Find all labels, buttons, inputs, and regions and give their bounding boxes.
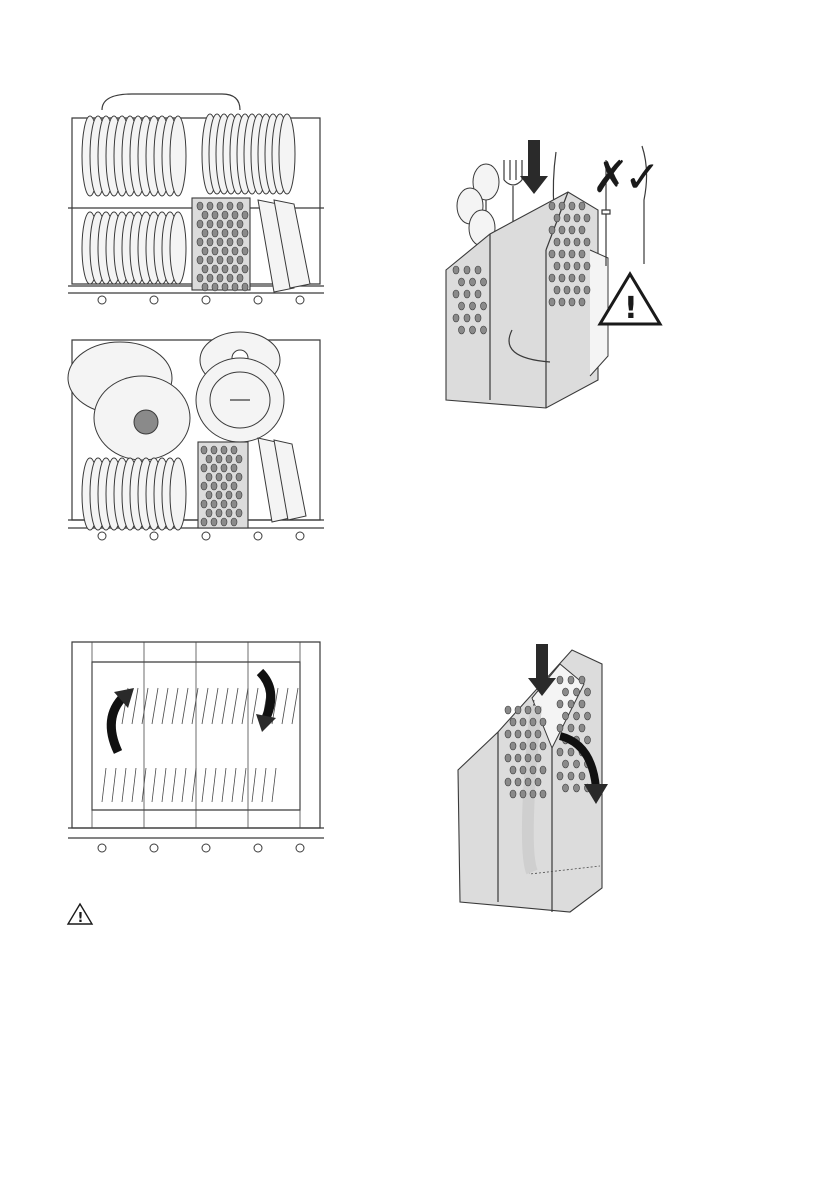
rotate-arrow-right [260,672,271,718]
plate [170,116,186,196]
warning-icon: ! [600,274,660,326]
right-knife-icon: ✓ [624,146,661,264]
rack-folding-illustration [62,632,330,864]
rack-folding-figure [62,632,330,864]
plate [170,212,186,284]
basket-handle-figure [452,640,622,916]
cutlery-loading-illustration: ✗ ✓ ! [440,130,670,412]
upper-rack-figure [62,88,330,310]
plate [279,114,295,194]
check-mark: ✓ [624,152,661,203]
upper-rack-illustration [62,88,330,310]
basket-handle-illustration [452,640,622,916]
down-arrow-icon [520,140,548,194]
pan-knob [134,410,158,434]
warning-note-icon: ! [66,902,94,926]
lower-rack-illustration [62,330,330,552]
lower-rack-figure [62,330,330,552]
cutlery-loading-figure: ✗ ✓ ! [440,130,670,412]
svg-text:!: ! [624,291,638,326]
warning-glyph: ! [78,911,84,926]
plate [170,458,186,530]
